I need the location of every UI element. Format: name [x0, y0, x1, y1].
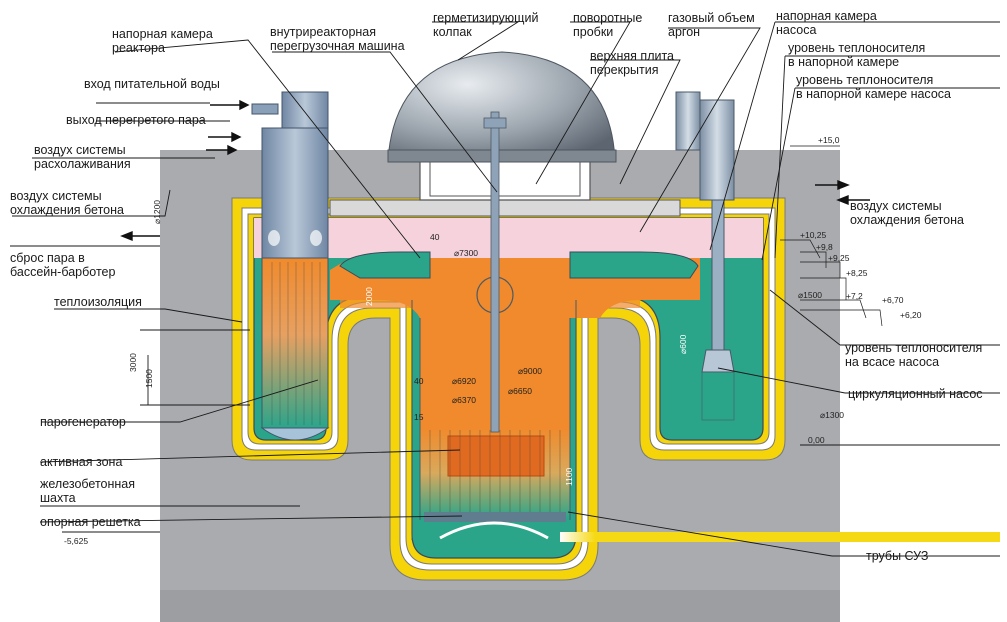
label-sealing-cap-1: герметизирующий [433, 11, 538, 25]
label-circ-pump: циркуляционный насос [848, 387, 983, 401]
dim-7300: ⌀7300 [454, 248, 478, 258]
label-concrete-air-right-2: охлаждения бетона [850, 213, 964, 227]
yellow-band [560, 532, 1000, 542]
dim-6370: ⌀6370 [452, 395, 476, 405]
label-coolant-level-chamber-2: в напорной камере [788, 55, 899, 69]
dim-1200: ⌀1200 [152, 200, 162, 224]
label-concrete-air-right-1: воздух системы [850, 199, 942, 213]
label-cps-tubes: трубы СУЗ [866, 549, 928, 563]
leader-lines [10, 21, 1000, 557]
dimension-labels: +15,0 +10,25 +9,8 +9,25 +8,25 +7,2 +6,70… [64, 135, 922, 546]
label-rc-shaft-1: железобетонная [40, 477, 135, 491]
diagram-labels: напорная камера реактора внутриреакторна… [10, 9, 983, 563]
label-steam-dump-2: бассейн-барботер [10, 265, 115, 279]
elev-10-25: +10,25 [800, 230, 827, 240]
label-steam-dump-1: сброс пара в [10, 251, 85, 265]
label-pump-chamber-2: насоса [776, 23, 816, 37]
elev-9-8: +9,8 [816, 242, 833, 252]
elev-m5-625: -5,625 [64, 536, 88, 546]
elevation-lines [780, 145, 883, 327]
pump-shape [675, 91, 735, 421]
label-sealing-cap-2: колпак [433, 25, 472, 39]
label-refuel-machine-1: внутриреакторная [270, 25, 376, 39]
label-refuel-machine-2: перегрузочная машина [270, 39, 405, 53]
dim-1500: ⌀1500 [798, 290, 822, 300]
label-rotating-plugs-1: поворотные [573, 11, 642, 25]
steam-generator-shape [251, 91, 330, 441]
elev-0: 0,00 [808, 435, 825, 445]
gap-40a: 40 [430, 232, 440, 242]
sealing-dome [387, 51, 617, 163]
label-coolant-level-pump-1: уровень теплоносителя [796, 73, 933, 87]
flow-arrows [120, 99, 870, 242]
label-support-grid: опорная решетка [40, 515, 141, 529]
label-core: активная зона [40, 455, 122, 469]
dim-1500-v: 1500 [144, 369, 154, 388]
label-rotating-plugs-2: пробки [573, 25, 613, 39]
label-feedwater-in: вход питательной воды [84, 77, 220, 91]
dim-6920: ⌀6920 [452, 376, 476, 386]
label-coolant-level-pump-2: в напорной камере насоса [796, 87, 951, 101]
gap-40b: 40 [414, 376, 424, 386]
elev-15: +15,0 [818, 135, 840, 145]
label-steam-generator: парогенератор [40, 415, 126, 429]
dim-1100: 1100 [564, 467, 574, 486]
label-cooldown-air-1: воздух системы [34, 143, 126, 157]
dim-2000: 2000 [364, 287, 374, 306]
label-pump-chamber-1: напорная камера [776, 9, 877, 23]
elev-9-25: +9,25 [828, 253, 850, 263]
elev-7-2: +7,2 [846, 291, 863, 301]
label-upper-plate-2: перекрытия [590, 63, 659, 77]
dim-1300: ⌀1300 [820, 410, 844, 420]
elev-6-20: +6,20 [900, 310, 922, 320]
gap-15: 15 [414, 412, 424, 422]
dim-600: ⌀600 [678, 334, 688, 354]
elev-6-70: +6,70 [882, 295, 904, 305]
dim-6650: ⌀6650 [508, 386, 532, 396]
label-cooldown-air-2: расхолаживания [34, 157, 131, 171]
label-rc-shaft-2: шахта [40, 491, 76, 505]
label-steam-out: выход перегретого пара [66, 113, 206, 127]
label-insulation: теплоизоляция [54, 295, 142, 309]
refuel-rod [483, 111, 507, 433]
label-coolant-level-suction-1: уровень теплоносителя [845, 341, 982, 355]
label-concrete-air-left-1: воздух системы [10, 189, 102, 203]
elev-8-25: +8,25 [846, 268, 868, 278]
label-coolant-level-chamber-1: уровень теплоносителя [788, 41, 925, 55]
label-gas-volume-1: газовый объем [668, 11, 755, 25]
label-upper-plate-1: верхняя плита [590, 49, 674, 63]
label-coolant-level-suction-2: на всасе насоса [845, 355, 939, 369]
support-grid-shape [424, 512, 566, 522]
dim-9000: ⌀9000 [518, 366, 542, 376]
label-reactor-chamber-1: напорная камера [112, 27, 213, 41]
label-concrete-air-left-2: охлаждения бетона [10, 203, 124, 217]
label-gas-volume-2: аргон [668, 25, 700, 39]
dim-3000: 3000 [128, 353, 138, 372]
core-box [447, 435, 545, 477]
label-reactor-chamber-2: реактора [112, 41, 165, 55]
